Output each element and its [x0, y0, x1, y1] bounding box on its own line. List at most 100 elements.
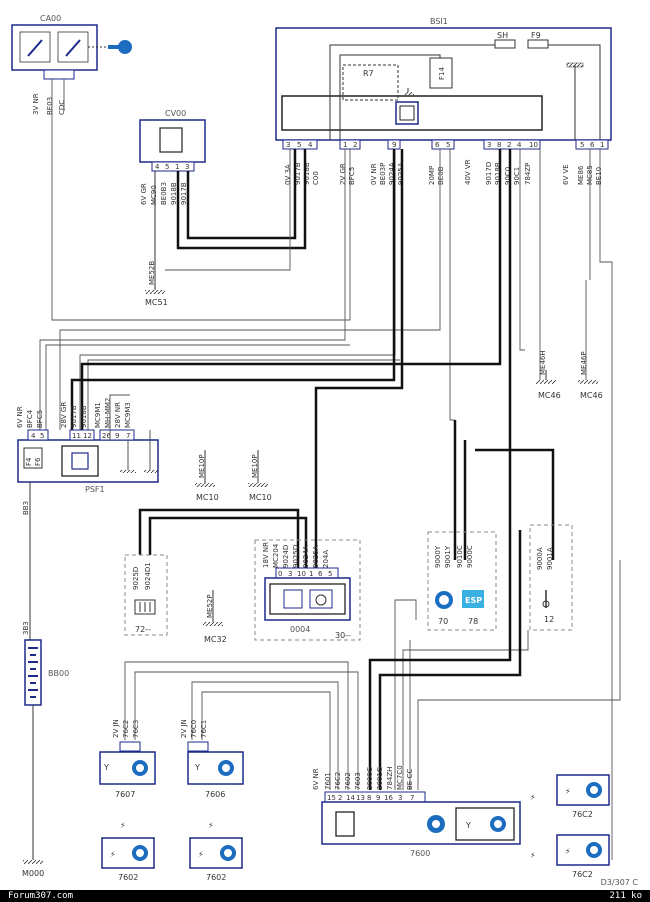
esp-icon: ESP: [462, 590, 484, 608]
svg-text:F14: F14: [438, 67, 446, 80]
svg-text:BE10: BE10: [595, 167, 603, 185]
svg-text:4: 4: [517, 141, 522, 149]
svg-text:1: 1: [600, 141, 604, 149]
svg-text:MC46: MC46: [580, 391, 603, 400]
svg-text:3V NR: 3V NR: [32, 93, 40, 115]
svg-text:9017B: 9017B: [180, 182, 188, 205]
f9-fuse: [527, 39, 549, 49]
svg-text:6V NR: 6V NR: [16, 406, 24, 428]
svg-text:BE03P: BE03P: [379, 163, 387, 185]
svg-text:2000G: 2000G: [366, 767, 374, 790]
svg-text:9024A: 9024A: [388, 162, 396, 185]
svg-text:CDC: CDC: [58, 100, 66, 115]
svg-text:ESP: ESP: [465, 596, 482, 605]
svg-text:MC10: MC10: [249, 493, 272, 502]
svg-text:ME10P: ME10P: [251, 454, 259, 478]
svg-text:7606: 7606: [205, 790, 225, 799]
svg-text:9: 9: [115, 432, 119, 440]
svg-text:5: 5: [328, 570, 332, 578]
svg-text:8: 8: [497, 141, 501, 149]
svg-text:0: 0: [278, 570, 282, 578]
svg-text:7602: 7602: [118, 873, 138, 882]
svg-text:3: 3: [487, 141, 491, 149]
svg-text:MC204: MC204: [272, 543, 280, 568]
psf1-module: PSF1 F4 F6 4 5 11 12 26 9 7 6V NR BFC4 B…: [16, 394, 159, 494]
svg-text:4: 4: [155, 163, 160, 171]
svg-text:CV00: CV00: [165, 109, 186, 118]
svg-text:2: 2: [338, 794, 342, 802]
sh-fuse: [494, 39, 516, 49]
bsi1-label: BSI1: [430, 17, 448, 26]
module-12: 9000A 9001A 12: [529, 524, 573, 631]
svg-text:1: 1: [175, 163, 179, 171]
wire-audio-thick: [368, 500, 522, 790]
svg-text:76C2: 76C2: [122, 720, 130, 738]
svg-text:⚡: ⚡: [565, 787, 571, 796]
svg-text:PSF1: PSF1: [85, 485, 105, 494]
antenna-icon: Y: [465, 821, 471, 830]
svg-text:ME46H: ME46H: [539, 350, 547, 375]
ca00-module: CA00 3V NR BE03 CDC: [11, 14, 132, 115]
svg-text:BB3: BB3: [22, 501, 30, 515]
svg-text:7: 7: [410, 794, 414, 802]
svg-text:SH: SH: [497, 31, 508, 40]
radio-7600: 6V NR 7601 76C2 7602 7603 2000G 2001G 78…: [312, 765, 521, 858]
module-70-78: 9000Y 9001Y 9010C 9000C ESP 70 78: [427, 531, 497, 631]
svg-text:2: 2: [507, 141, 511, 149]
ground-mc32: ME52P MC32: [203, 590, 227, 644]
svg-text:18V NR: 18V NR: [262, 542, 270, 568]
svg-text:BFC5: BFC5: [36, 410, 44, 428]
wire-bsi-modules: [70, 149, 555, 568]
svg-text:3: 3: [185, 163, 189, 171]
f14-fuse: [429, 57, 453, 89]
svg-text:9000Y: 9000Y: [434, 545, 442, 568]
radio-chip-icon: [335, 811, 355, 837]
svg-text:90C1: 90C1: [513, 167, 521, 185]
svg-text:7602: 7602: [344, 772, 352, 790]
svg-text:ME86: ME86: [577, 165, 585, 185]
svg-text:204A: 204A: [322, 550, 330, 568]
svg-text:78: 78: [468, 617, 478, 626]
svg-text:14: 14: [346, 794, 355, 802]
svg-text:9025D: 9025D: [292, 545, 300, 568]
f4-fuse: [23, 447, 43, 469]
svg-text:9018B: 9018B: [494, 162, 502, 185]
svg-text:76C0: 76C0: [190, 720, 198, 738]
svg-text:BB00: BB00: [48, 669, 69, 678]
svg-text:0V NR: 0V NR: [370, 163, 378, 185]
wireless-icon: ⚡: [530, 851, 536, 860]
svg-text:76C2: 76C2: [572, 870, 593, 879]
svg-text:⚡: ⚡: [110, 850, 116, 859]
chip-icon: [283, 589, 303, 609]
svg-text:7603: 7603: [354, 772, 362, 790]
bsi1-wire-labels: 0V 3A 9017B 9018B C00 2V GR BFC5 0V NR B…: [284, 159, 603, 185]
svg-text:76C2: 76C2: [334, 772, 342, 790]
wireless-icon: ⚡: [208, 821, 214, 830]
diagram-reference: D3/307 C: [600, 878, 638, 887]
svg-text:76C1: 76C1: [200, 720, 208, 738]
wireless-speaker-7602a: ⚡ ⚡ 7602: [101, 821, 155, 882]
ground-mc10: ME10P MC10 ME10P MC10: [195, 450, 272, 502]
svg-text:9000C: 9000C: [466, 545, 474, 568]
svg-text:30--: 30--: [335, 631, 351, 640]
svg-text:40V VR: 40V VR: [464, 159, 472, 185]
wireless-icon: ⚡: [120, 821, 126, 830]
svg-text:9017B: 9017B: [70, 405, 78, 428]
svg-text:20MP: 20MP: [428, 166, 436, 185]
svg-text:6V NR: 6V NR: [312, 768, 320, 790]
svg-text:6V GR: 6V GR: [140, 183, 148, 205]
svg-text:MC10: MC10: [196, 493, 219, 502]
svg-text:M000: M000: [22, 869, 44, 878]
psf1-chip-icon: [71, 452, 89, 470]
wireless-76c2a: ⚡ ⚡ 76C2: [530, 774, 610, 819]
svg-text:3: 3: [398, 794, 402, 802]
footer-site: Forum307.com: [8, 891, 74, 901]
wire-cv00-bsi: [176, 149, 307, 250]
footer-bar: Forum307.com 211 ko: [0, 890, 650, 902]
svg-text:11: 11: [72, 432, 81, 440]
display-icon: [309, 589, 333, 609]
r7-relay: [342, 64, 399, 101]
svg-text:F6: F6: [34, 457, 42, 466]
svg-text:0V 3A: 0V 3A: [284, 164, 292, 185]
svg-text:2001G: 2001G: [376, 767, 384, 790]
